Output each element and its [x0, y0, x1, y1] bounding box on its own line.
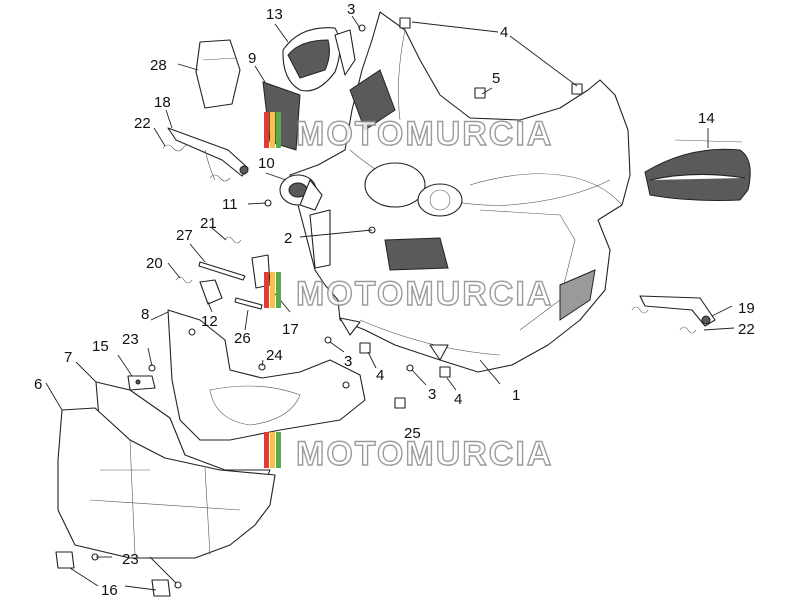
watermark-bottom: MOTOMURCIA [264, 432, 553, 474]
callout-13: 13 [266, 6, 283, 23]
watermark-top: MOTOMURCIA [264, 112, 553, 154]
spring-part-22-left [162, 144, 231, 182]
callout-18: 18 [154, 94, 171, 111]
callout-24: 24 [266, 347, 283, 364]
small-parts-cluster [175, 236, 271, 310]
watermark-text: MOTOMURCIA [296, 275, 553, 313]
lid-part-14 [644, 139, 751, 201]
callout-17: 17 [282, 321, 299, 338]
callout-4: 4 [454, 391, 462, 408]
callout-1: 1 [512, 387, 520, 404]
callout-22: 22 [738, 321, 755, 338]
bracket-part-19 [639, 295, 716, 327]
bottom-cover-part-6 [57, 407, 276, 559]
spring-part-22-right [631, 306, 697, 334]
callout-10: 10 [258, 155, 275, 172]
callout-2: 2 [284, 230, 292, 247]
callout-11: 11 [222, 196, 238, 213]
callout-23: 23 [122, 331, 139, 348]
lock-part-10 [279, 174, 323, 211]
front-shield-part [289, 11, 631, 373]
clip-part-5 [474, 87, 486, 99]
callout-8: 8 [141, 306, 149, 323]
callout-21: 21 [200, 215, 217, 232]
callout-27: 27 [176, 227, 193, 244]
callout-4: 4 [376, 367, 384, 384]
leader-lines [45, 15, 735, 591]
watermark-text: MOTOMURCIA [296, 435, 553, 473]
callout-26: 26 [234, 330, 251, 347]
parts [55, 11, 751, 597]
clip-part-25 [394, 397, 406, 409]
callout-3: 3 [344, 353, 352, 370]
callout-23: 23 [122, 551, 139, 568]
callout-28: 28 [150, 57, 167, 74]
bracket-part-18 [167, 127, 249, 181]
callout-19: 19 [738, 300, 755, 317]
screws [91, 24, 414, 589]
clip-part-16-a [55, 551, 75, 569]
callout-22: 22 [134, 115, 151, 132]
callout-20: 20 [146, 255, 163, 272]
watermark-middle: MOTOMURCIA [264, 272, 553, 314]
callout-6: 6 [34, 376, 42, 393]
callout-16: 16 [101, 582, 118, 599]
callout-4: 4 [500, 24, 508, 41]
clips-part-4 [359, 17, 583, 378]
bracket-part-15 [127, 375, 156, 391]
callout-labels: 1 2 3 3 3 4 4 4 5 6 7 8 9 10 11 12 13 14… [34, 1, 755, 599]
callout-9: 9 [248, 50, 256, 67]
pocket-part-28 [195, 39, 241, 109]
callout-25: 25 [404, 425, 421, 442]
top-cover-part-13 [282, 27, 356, 92]
clip-part-16-b [151, 579, 171, 597]
callout-14: 14 [698, 110, 715, 127]
callout-12: 12 [201, 313, 218, 330]
watermark-text: MOTOMURCIA [296, 115, 553, 153]
callout-3: 3 [347, 1, 355, 18]
callout-7: 7 [64, 349, 72, 366]
inner-panel-part-8 [167, 309, 366, 441]
callout-15: 15 [92, 338, 109, 355]
callout-3: 3 [428, 386, 436, 403]
callout-5: 5 [492, 70, 500, 87]
